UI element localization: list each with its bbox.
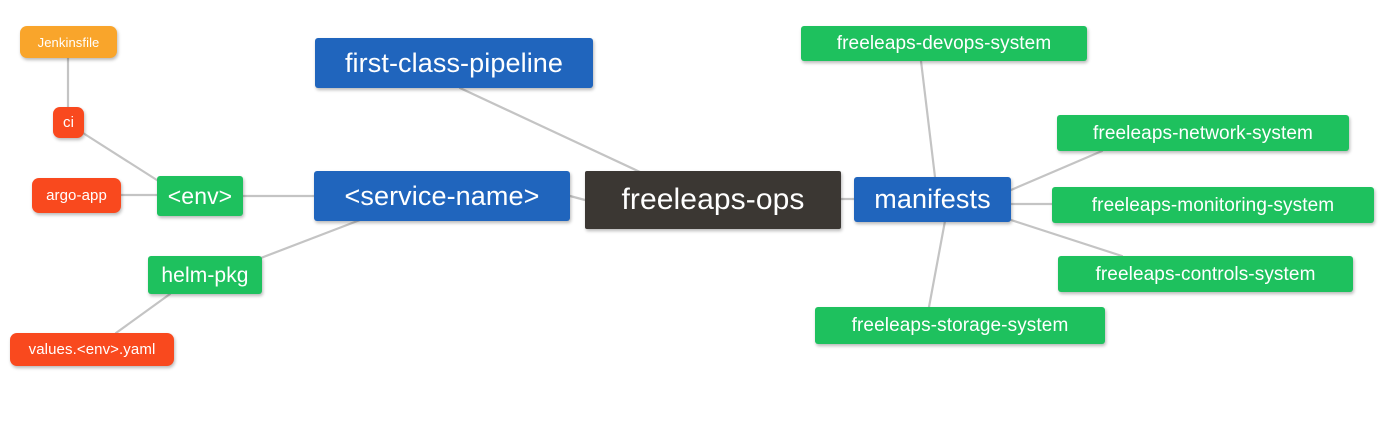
node-label: freeleaps-ops <box>621 183 805 216</box>
node-label: freeleaps-storage-system <box>851 315 1069 336</box>
node-root-freeleaps-ops[interactable]: freeleaps-ops <box>585 171 841 229</box>
node-label: first-class-pipeline <box>344 47 564 78</box>
node-network-system[interactable]: freeleaps-network-system <box>1057 115 1349 151</box>
edge-root-first-class-pipeline <box>458 86 642 174</box>
node-label: values.<env>.yaml <box>28 341 156 358</box>
node-label: manifests <box>874 184 991 214</box>
node-devops-system[interactable]: freeleaps-devops-system <box>801 26 1087 61</box>
edge-env-ci <box>81 131 162 184</box>
edge-manifests-storage-system <box>927 219 947 309</box>
node-label: argo-app <box>46 187 107 204</box>
node-env[interactable]: <env> <box>157 176 243 216</box>
node-label: ci <box>62 114 75 131</box>
edge-root-service-name <box>568 194 587 202</box>
edge-manifests-devops-system <box>919 59 937 179</box>
edge-helm-pkg-values-yaml <box>114 292 172 335</box>
node-service-name[interactable]: <service-name> <box>314 171 570 221</box>
edge-manifests-network-system <box>1009 149 1104 192</box>
node-values-yaml[interactable]: values.<env>.yaml <box>10 333 174 366</box>
node-label: <service-name> <box>344 180 540 211</box>
node-label: freeleaps-network-system <box>1093 122 1313 144</box>
node-first-class-pipeline[interactable]: first-class-pipeline <box>315 38 593 88</box>
node-helm-pkg[interactable]: helm-pkg <box>148 256 262 294</box>
node-label: freeleaps-controls-system <box>1095 263 1316 285</box>
node-jenkinsfile[interactable]: Jenkinsfile <box>20 26 117 58</box>
node-monitoring-system[interactable]: freeleaps-monitoring-system <box>1052 187 1374 223</box>
node-manifests[interactable]: manifests <box>854 177 1011 222</box>
node-ci[interactable]: ci <box>53 107 84 138</box>
node-label: <env> <box>167 182 233 209</box>
node-controls-system[interactable]: freeleaps-controls-system <box>1058 256 1353 292</box>
node-storage-system[interactable]: freeleaps-storage-system <box>815 307 1105 344</box>
node-label: helm-pkg <box>161 263 249 287</box>
edge-service-name-helm-pkg <box>251 218 362 263</box>
node-label: Jenkinsfile <box>37 34 100 50</box>
node-label: freeleaps-devops-system <box>836 33 1052 54</box>
edge-manifests-controls-system <box>1006 217 1124 258</box>
node-argo-app[interactable]: argo-app <box>32 178 121 213</box>
node-label: freeleaps-monitoring-system <box>1091 194 1335 216</box>
